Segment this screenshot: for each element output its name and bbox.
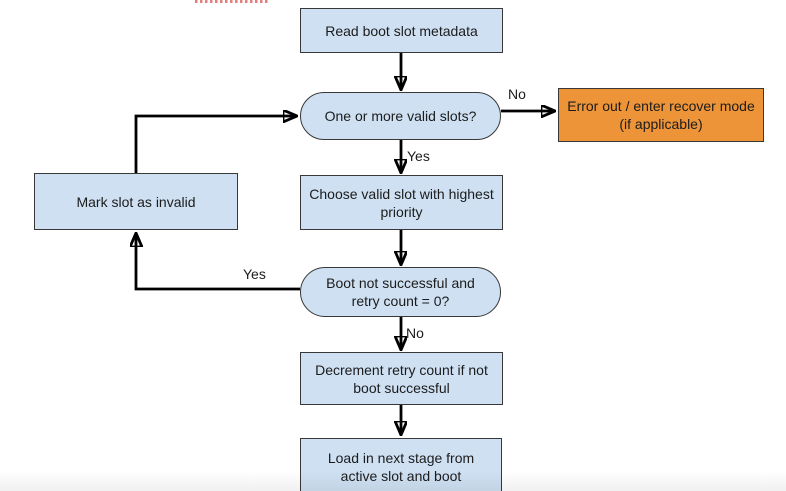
node-load-next-stage: Load in next stage from active slot and … [300, 438, 502, 491]
node-label: Read boot slot metadata [325, 22, 478, 39]
node-boot-retry-check: Boot not successful and retry count = 0? [300, 267, 501, 317]
node-label: One or more valid slots? [324, 108, 477, 124]
clipped-red-text-marks [195, 0, 269, 3]
edge-markinvalid-to-validslots [134, 116, 297, 174]
node-read-boot-slot-metadata: Read boot slot metadata [300, 8, 503, 53]
node-label: Mark slot as invalid [76, 193, 196, 210]
node-label: Load in next stage from active slot and … [327, 450, 475, 484]
node-decrement-retry-count: Decrement retry count if not boot succes… [300, 352, 503, 405]
node-label: Error out / enter recover mode (if appli… [567, 98, 755, 132]
edge-bootcheck-yes-to-markinvalid [136, 233, 300, 291]
node-choose-valid-slot: Choose valid slot with highest priority [300, 175, 503, 230]
edge-label-yes-to-mark-invalid: Yes [243, 266, 266, 282]
edge-label-no-to-decrement: No [406, 325, 424, 341]
edge-label-yes-to-choose: Yes [407, 148, 430, 164]
node-one-or-more-valid-slots: One or more valid slots? [300, 92, 501, 140]
node-label: Boot not successful and retry count = 0? [326, 275, 475, 309]
node-error-recover-mode: Error out / enter recover mode (if appli… [558, 88, 764, 142]
edge-label-no-to-error: No [508, 86, 526, 102]
node-label: Choose valid slot with highest priority [309, 185, 494, 220]
node-label: Decrement retry count if not boot succes… [315, 361, 488, 396]
node-mark-slot-invalid: Mark slot as invalid [34, 173, 238, 230]
